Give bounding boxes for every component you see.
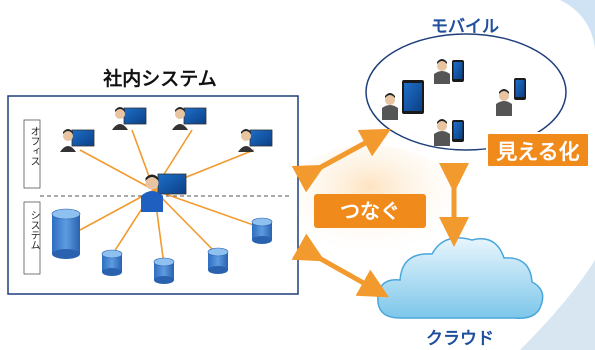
corner-decoration-bottom <box>520 260 595 350</box>
smartphone-user-icon <box>434 119 464 146</box>
mobile-title: モバイル <box>431 17 499 37</box>
database-server-icon <box>207 247 229 274</box>
mobile-group-ellipse <box>365 33 567 151</box>
office-workstation-icon <box>172 107 207 130</box>
database-server-icon <box>251 217 273 244</box>
database-server-icon <box>153 257 175 284</box>
system-label-box <box>23 201 41 275</box>
office-label-box <box>23 119 41 189</box>
internal-system-title: 社内システム <box>103 68 217 90</box>
office-label: オフィス <box>28 126 39 166</box>
office-workstation-icon <box>238 129 273 152</box>
arrow-system-mobile <box>291 128 392 193</box>
smartphone-user-icon <box>496 78 526 116</box>
connection-arrows <box>291 128 469 298</box>
cloud-title: クラウド <box>426 329 494 349</box>
database-server-icon <box>101 249 123 276</box>
database-server-icon <box>51 208 81 259</box>
office-workstation-icon <box>60 129 95 152</box>
tablet-user-icon <box>382 80 424 120</box>
visualize-badge: 見える化 <box>486 132 590 168</box>
corner-decoration-top <box>560 0 595 70</box>
central-user-workstation-icon <box>141 173 187 212</box>
system-label: システム <box>28 210 39 250</box>
office-workstation-icon <box>112 107 147 130</box>
smartphone-user-icon <box>434 59 464 84</box>
arrow-system-cloud <box>291 233 390 298</box>
connect-badge: つなぐ <box>314 194 426 228</box>
